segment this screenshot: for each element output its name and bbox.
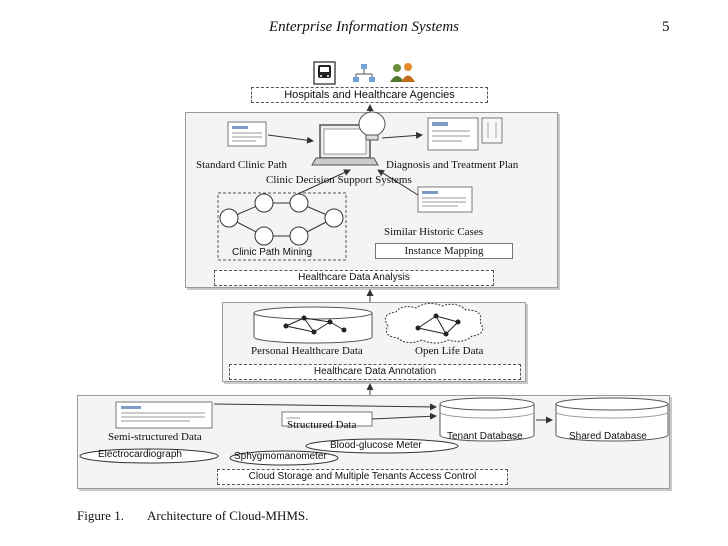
hospitals-label: Hospitals and Healthcare Agencies — [251, 87, 488, 103]
people-icon — [390, 63, 415, 82]
clinic-path-graph — [219, 193, 344, 246]
computer-icon — [311, 124, 379, 166]
bus-icon — [313, 61, 336, 85]
shared-database-icon — [555, 397, 669, 442]
shared-database-label: Shared Database — [569, 431, 647, 442]
figure-number: Figure 1. — [77, 508, 124, 523]
blood-glucose-meter-label: Blood-glucose Meter — [330, 440, 422, 451]
page-number: 5 — [662, 19, 670, 35]
clinic-path-mining-label: Clinic Path Mining — [232, 247, 313, 258]
running-head: Enterprise Information Systems — [269, 19, 459, 35]
document-icon — [227, 121, 267, 147]
structured-data-label: Structured Data — [287, 419, 357, 431]
tenant-database-icon — [439, 397, 535, 442]
electrocardiograph-label: Electrocardiograph — [98, 449, 182, 460]
open-life-data-label: Open Life Data — [415, 345, 484, 357]
report-icon — [427, 117, 503, 151]
diagnosis-plan-label: Diagnosis and Treatment Plan — [386, 159, 519, 171]
sphygmomanometer-label: Sphygmomanometer — [234, 451, 327, 462]
semi-structured-data-label: Semi-structured Data — [108, 431, 202, 443]
figure-caption: Figure 1. Architecture of Cloud-MHMS. — [77, 508, 308, 524]
cdss-label: Clinic Decision Support Systems — [266, 174, 412, 186]
personal-healthcare-data-label: Personal Healthcare Data — [251, 345, 363, 357]
similar-cases-label: Similar Historic Cases — [384, 226, 483, 238]
cloud-storage-label: Cloud Storage and Multiple Tenants Acces… — [217, 469, 508, 485]
personal-data-cylinder — [253, 306, 373, 344]
open-life-cloud — [384, 302, 484, 344]
standard-clinic-path-label: Standard Clinic Path — [196, 159, 288, 171]
lightbulb-icon — [358, 111, 386, 141]
semi-structured-doc-icon — [115, 401, 213, 429]
historic-case-icon — [417, 186, 473, 213]
healthcare-data-analysis-label: Healthcare Data Analysis — [214, 270, 494, 286]
tenant-database-label: Tenant Database — [447, 431, 523, 442]
instance-mapping-box: Instance Mapping — [375, 243, 513, 259]
network-icon — [353, 64, 375, 82]
healthcare-data-annotation-label: Healthcare Data Annotation — [229, 364, 521, 380]
figure-caption-text: Architecture of Cloud-MHMS. — [147, 508, 309, 523]
